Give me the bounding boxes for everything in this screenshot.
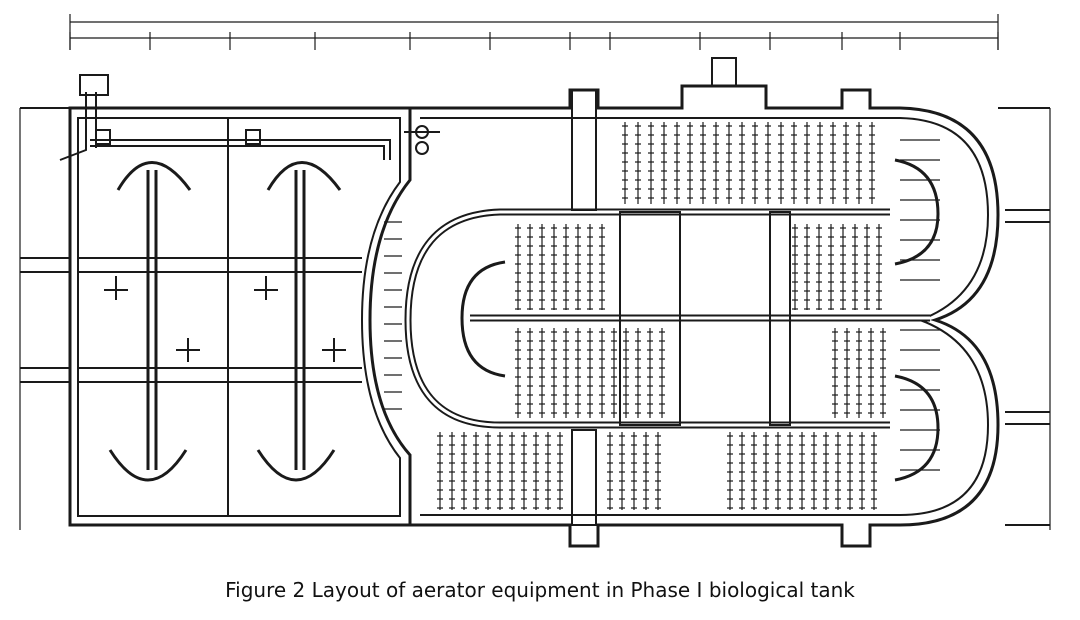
- tank-layout-drawing: [19, 14, 1051, 548]
- figure-caption: Figure 2 Layout of aerator equipment in …: [225, 578, 855, 602]
- oxidation-ditch: [404, 57, 1050, 548]
- dimension-lines: [19, 14, 1051, 530]
- left-anoxic-tank: [20, 106, 412, 527]
- left-equipment-marks: [104, 276, 346, 362]
- aerator-diffuser-grid: [384, 122, 940, 510]
- air-header-pipe: [59, 74, 440, 161]
- mixer-channels: [108, 161, 342, 482]
